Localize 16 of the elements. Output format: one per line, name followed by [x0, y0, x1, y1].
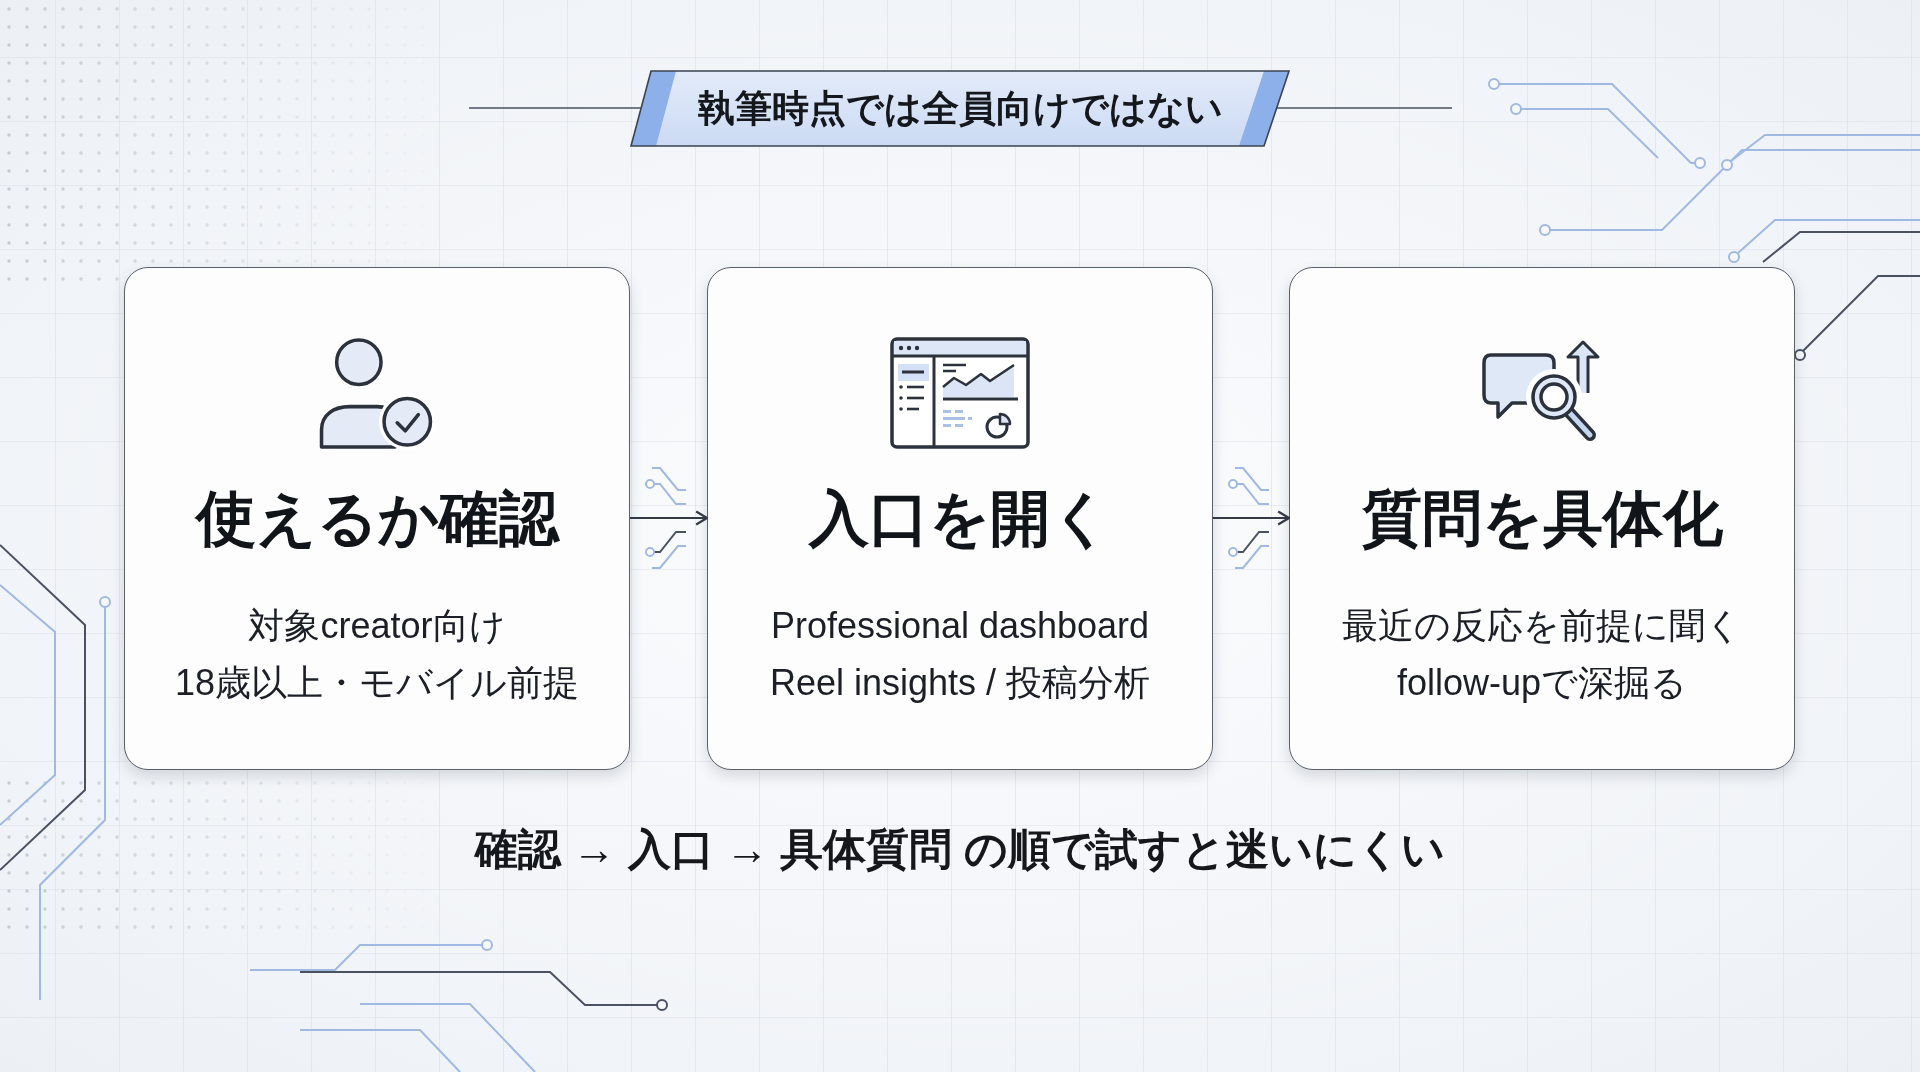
arrow	[630, 510, 709, 526]
step-title: 入口を開く	[809, 484, 1111, 554]
step-card	[1289, 267, 1795, 770]
step-title: 質問を具体化	[1361, 484, 1723, 554]
step-card	[707, 267, 1213, 770]
step-description: 最近の反応を前提に聞く	[1342, 604, 1742, 648]
step-title: 使えるか確認	[195, 484, 559, 554]
step-description: 18歳以上・モバイル前提	[175, 661, 579, 705]
step-description: Professional dashboard	[770, 604, 1150, 648]
step-card	[124, 267, 630, 770]
caption: 確認 → 入口 → 具体質問 の順で試すと迷いにくい	[474, 824, 1446, 875]
step-description: Reel insights / 投稿分析	[769, 661, 1151, 705]
arrow	[1213, 510, 1291, 526]
step-description: follow-upで深掘る	[1396, 661, 1688, 705]
step-description: 対象creator向け	[248, 604, 506, 648]
title: 執筆時点では全員向けではない	[697, 87, 1223, 131]
